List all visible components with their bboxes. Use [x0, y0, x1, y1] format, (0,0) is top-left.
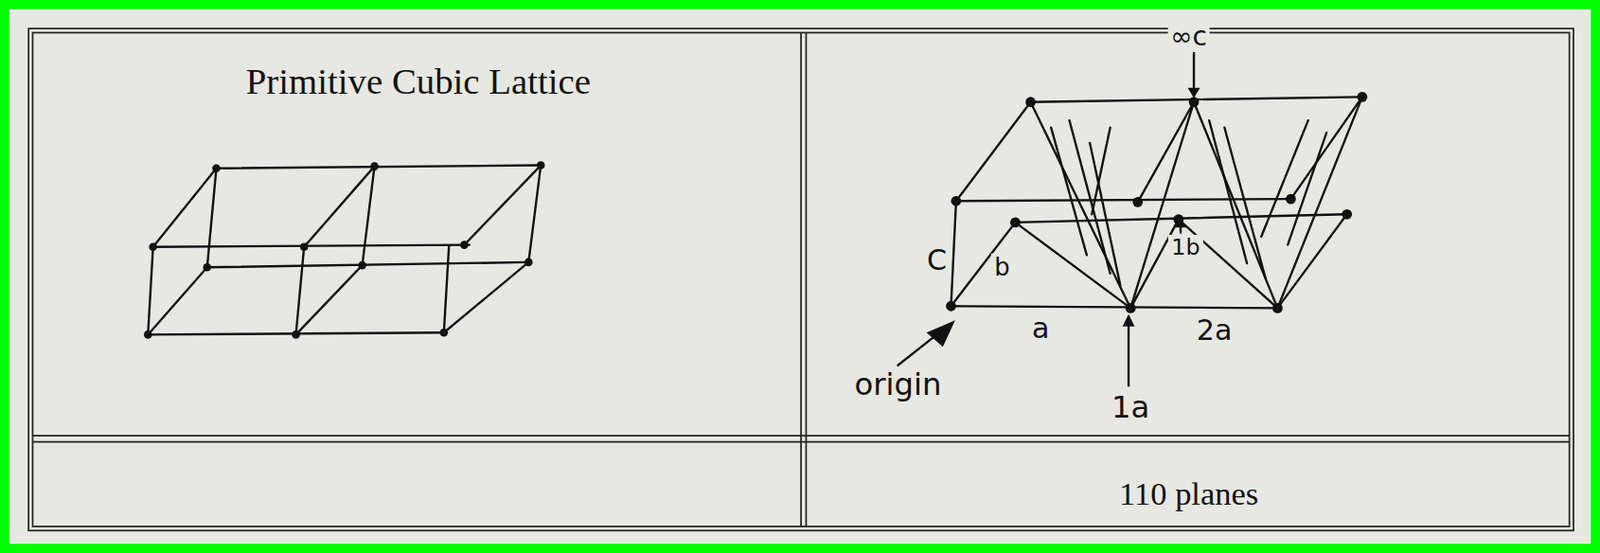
- plane-110-drawing: [897, 53, 1362, 386]
- intercept-label: 2a: [1193, 315, 1236, 347]
- axis-label: C: [924, 244, 950, 276]
- lattice-points: [143, 160, 546, 338]
- axis-label: ∞c: [1167, 21, 1210, 52]
- table-lines: [28, 28, 1574, 531]
- intercept-label: 1b: [1168, 234, 1203, 260]
- panel-ground: [9, 9, 1592, 545]
- lattice-points: [945, 91, 1368, 314]
- arrowheads: [926, 88, 1201, 348]
- axis-label: a: [1029, 312, 1052, 344]
- cell-heading: Primitive Cubic Lattice: [246, 61, 591, 103]
- intercept-label: 1a: [1108, 391, 1153, 426]
- primitive-cubic-lattice: [147, 165, 541, 336]
- cell-caption: 110 planes: [1119, 476, 1259, 513]
- axis-label: b: [991, 253, 1013, 281]
- origin-label: origin: [851, 369, 944, 404]
